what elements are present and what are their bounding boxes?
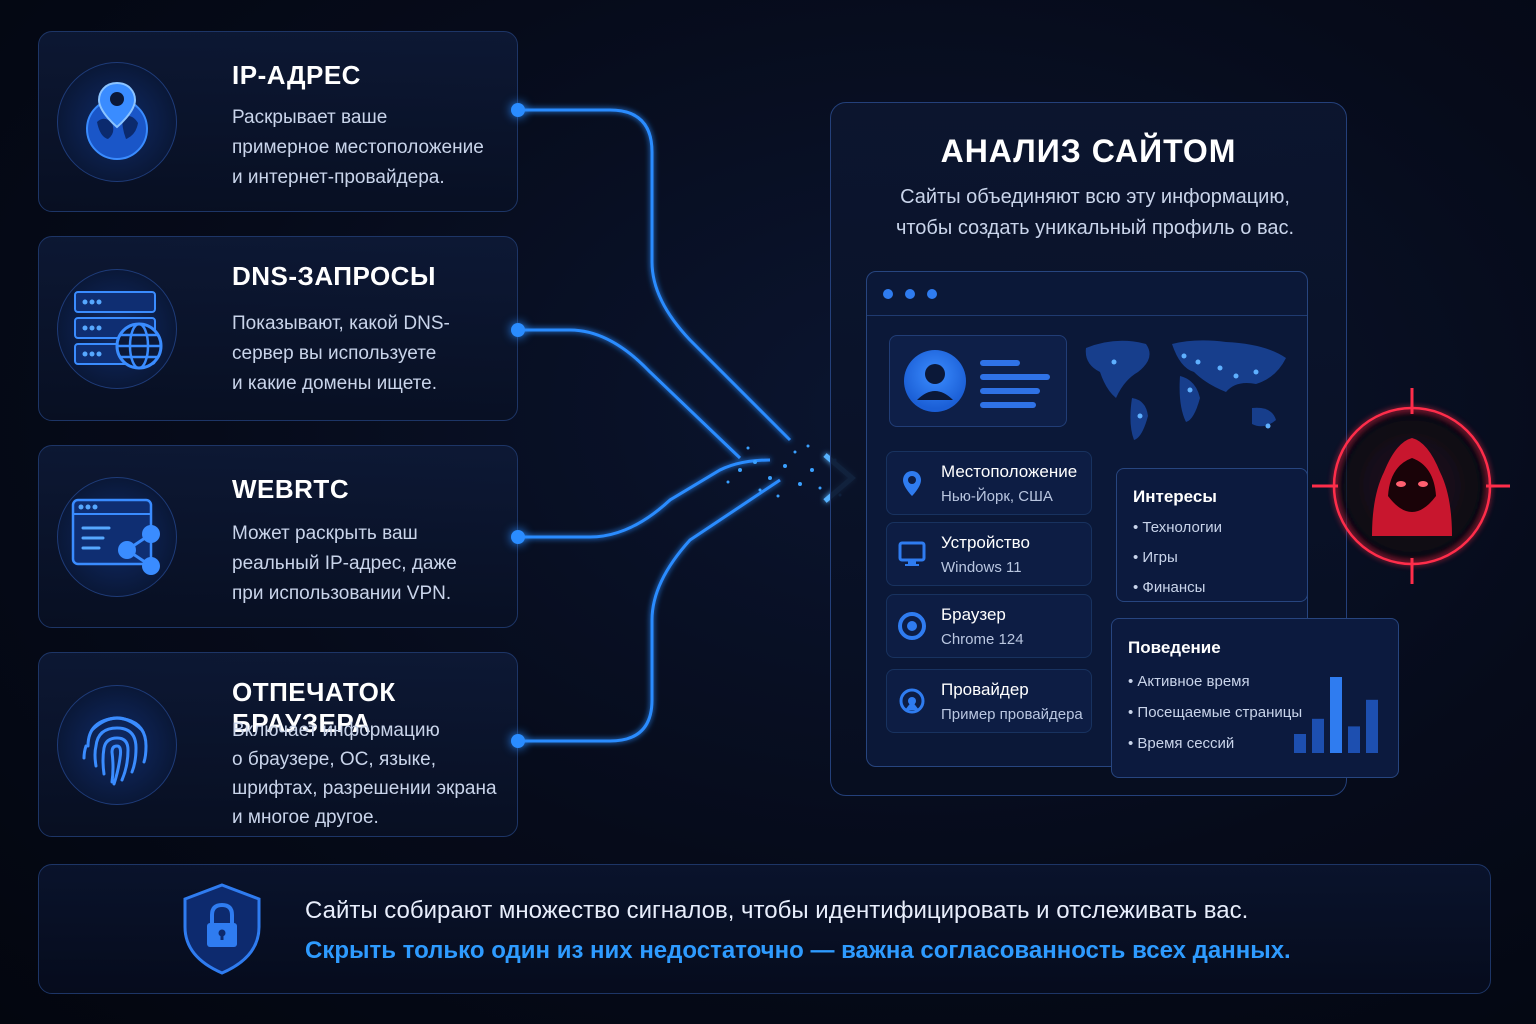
card-description: Показывают, какой DNS- сервер вы использ…: [232, 313, 450, 394]
connector-webrtc: [518, 458, 771, 539]
card-title: IP-АДРЕС: [232, 60, 361, 90]
footer-line-1: Сайты собирают множество сигналов, чтобы…: [305, 897, 1249, 924]
world-map: [1085, 340, 1286, 440]
connector-dns: [518, 328, 742, 460]
info-row-location: Местоположение Нью-Йорк, США: [886, 451, 1092, 515]
window-dot: [927, 289, 937, 299]
panel-subtitle: Сайты объединяют всю эту информацию, что…: [895, 186, 1295, 239]
info-row-browser: Браузер Chrome 124: [886, 594, 1092, 658]
window-dot: [883, 289, 893, 299]
row-label: Местоположение: [941, 462, 1078, 481]
row-value: Пример провайдера: [941, 706, 1083, 723]
row-label: Устройство: [941, 533, 1030, 552]
card-description: Может раскрыть ваш реальный IP-адрес, да…: [232, 523, 457, 604]
behavior-box: Поведение • Активное время • Посещаемые …: [1111, 618, 1399, 778]
data-particles: [726, 444, 842, 498]
card-browser-fingerprint: ОТПЕЧАТОК БРАУЗЕРА Включает информацию о…: [38, 652, 518, 837]
connector-dot-webrtc: [511, 530, 525, 544]
user-profile-card: [889, 335, 1067, 427]
browser-toolbar: [867, 272, 1307, 316]
card-ip-address: IP-АДРЕС Раскрывает ваше примерное место…: [38, 31, 518, 212]
card-description: Раскрывает ваше примерное местоположение…: [232, 107, 484, 188]
panel-title: АНАЛИЗ САЙТОМ: [940, 133, 1237, 169]
behavior-bar: [1348, 726, 1360, 753]
behavior-item: • Посещаемые страницы: [1128, 704, 1303, 721]
interests-title: Интересы: [1133, 487, 1217, 506]
provider-icon: [899, 688, 925, 714]
behavior-item: • Время сессий: [1128, 735, 1235, 752]
connector-dot-ip: [511, 103, 525, 117]
row-value: Windows 11: [941, 559, 1022, 576]
card-title: ОТПЕЧАТОК БРАУЗЕРА: [232, 677, 396, 738]
card-webrtc: WEBRTC Может раскрыть ваш реальный IP-ад…: [38, 445, 518, 628]
shield-lock-icon: [183, 883, 261, 975]
interest-item: • Игры: [1133, 549, 1178, 566]
card-title: WEBRTC: [232, 474, 350, 504]
connector-fingerprint: [518, 478, 781, 743]
footer-banner: Сайты собирают множество сигналов, чтобы…: [38, 864, 1491, 994]
info-row-device: Устройство Windows 11: [886, 522, 1092, 586]
browser-share-icon: [57, 476, 177, 597]
interest-item: • Финансы: [1133, 579, 1206, 596]
connector-dot-dns: [511, 323, 525, 337]
behavior-title: Поведение: [1128, 638, 1221, 657]
behavior-bar: [1294, 734, 1306, 753]
server-globe-icon: [57, 268, 177, 389]
behavior-bar-chart: [1294, 677, 1378, 753]
connector-ip: [518, 108, 792, 442]
browser-icon: [898, 612, 926, 640]
monitor-icon: [898, 541, 926, 566]
row-value: Нью-Йорк, США: [941, 488, 1053, 505]
row-label: Провайдер: [941, 680, 1029, 699]
window-dot: [905, 289, 915, 299]
row-value: Chrome 124: [941, 631, 1024, 648]
behavior-bar: [1312, 718, 1324, 753]
hacker-target-icon: [1312, 388, 1510, 584]
row-label: Браузер: [941, 605, 1006, 624]
card-description: Включает информацию о браузере, ОС, язык…: [232, 720, 497, 828]
footer-line-2: Скрыть только один из них недостаточно —…: [305, 937, 1291, 964]
fingerprint-icon: [57, 684, 177, 805]
behavior-bar: [1366, 699, 1378, 753]
connector-dot-fingerprint: [511, 734, 525, 748]
behavior-item: • Активное время: [1128, 673, 1250, 690]
card-title: DNS-ЗАПРОСЫ: [232, 261, 436, 291]
interest-item: • Технологии: [1133, 519, 1223, 536]
interests-box: Интересы • Технологии • Игры • Финансы: [1116, 468, 1308, 602]
location-pin-icon: [903, 471, 921, 496]
info-row-provider: Провайдер Пример провайдера: [886, 669, 1092, 733]
behavior-bar: [1330, 677, 1342, 753]
avatar: [904, 350, 966, 412]
globe-pin-icon: [57, 61, 177, 182]
card-dns-requests: DNS-ЗАПРОСЫ Показывают, какой DNS- серве…: [38, 236, 518, 421]
